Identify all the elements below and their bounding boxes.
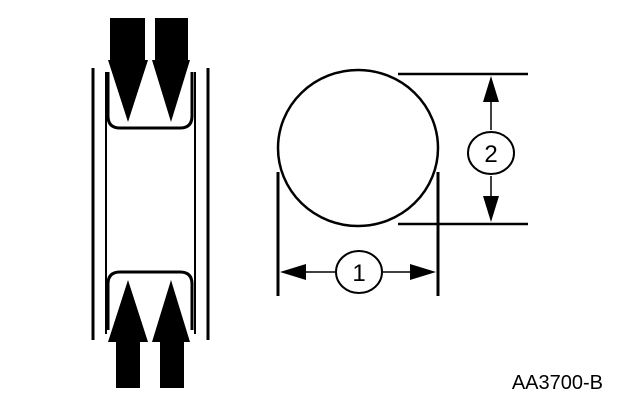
callout-1-number: 1 <box>352 260 365 287</box>
arrow-up-icon <box>483 76 499 102</box>
compression-assembly <box>91 18 210 388</box>
callout-1-bubble <box>335 250 383 294</box>
upper-press-plate <box>106 72 194 130</box>
circle-measurement: 1 2 <box>276 68 528 296</box>
up-arrow-icon <box>160 340 184 388</box>
figure-reference-code: AA3700-B <box>512 372 603 394</box>
arrow-down-icon <box>483 196 499 222</box>
bottom-force-arrows <box>108 280 190 388</box>
lower-press-plate <box>106 270 194 330</box>
arrow-left-icon <box>280 264 306 280</box>
callout-2-number: 2 <box>484 141 497 168</box>
measured-circle <box>276 68 440 228</box>
top-force-arrows <box>108 18 190 122</box>
callout-2-bubble <box>467 131 515 175</box>
arrow-right-icon <box>410 264 436 280</box>
up-arrow-icon <box>116 340 140 388</box>
